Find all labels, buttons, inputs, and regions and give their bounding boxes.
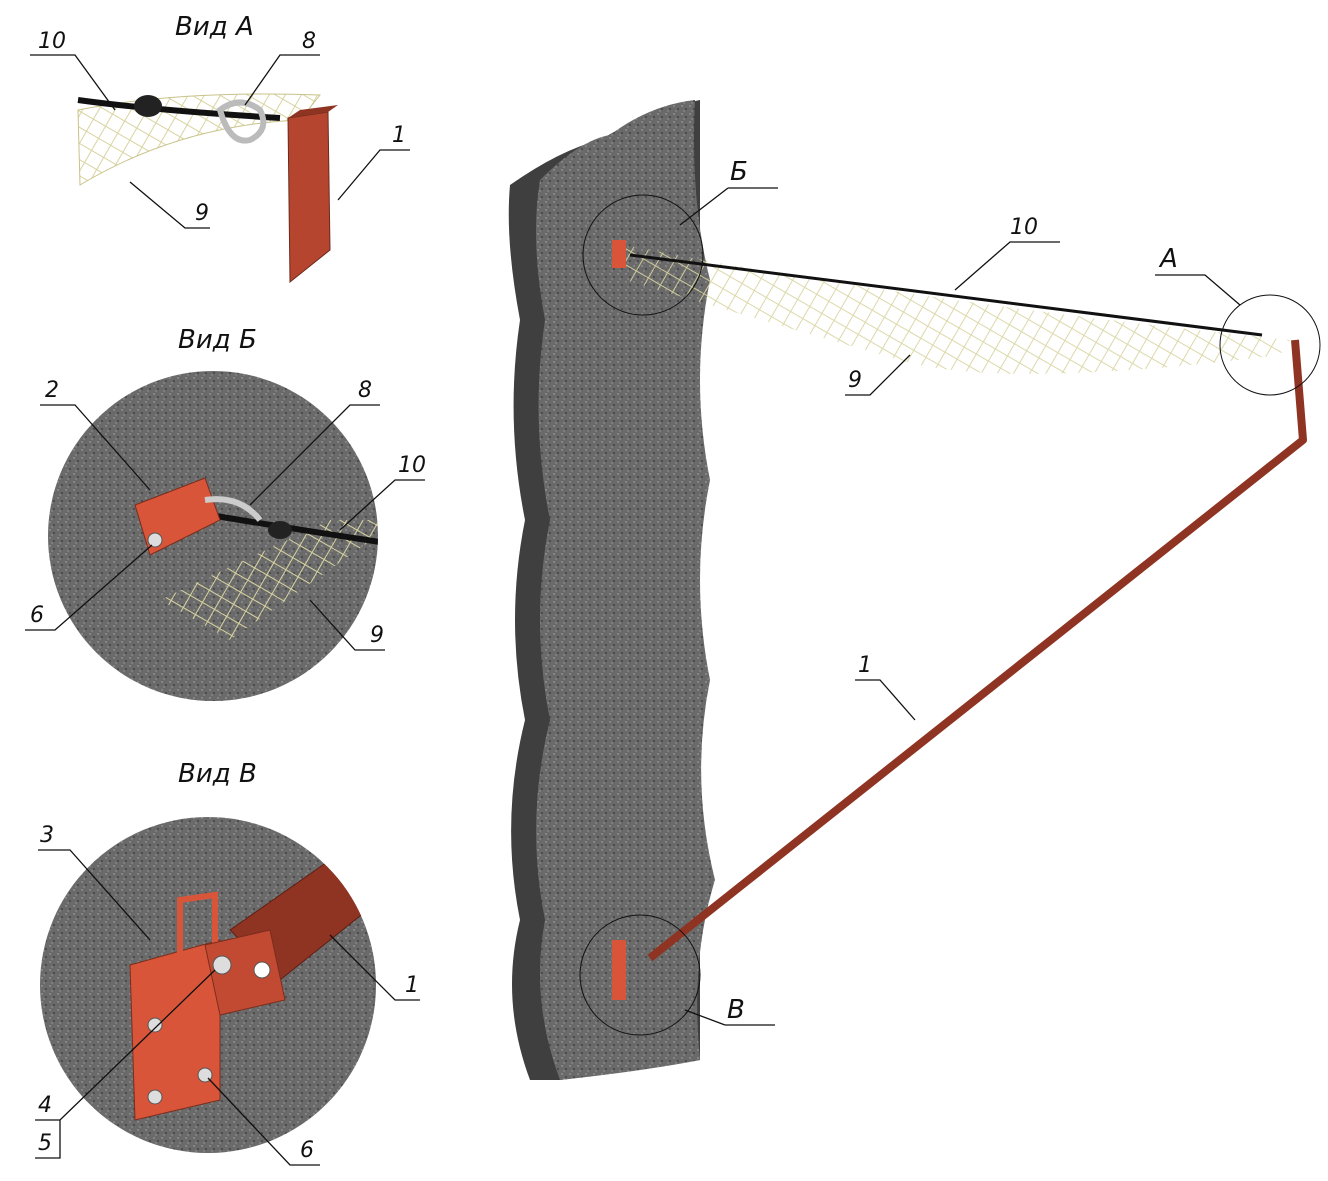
anchor-plate-b — [612, 240, 626, 268]
anchor-bolt — [147, 1017, 163, 1033]
view-v-title: Вид В — [178, 759, 257, 789]
label-8: 8 — [358, 378, 372, 403]
anchor-bracket — [129, 939, 221, 1121]
rock-wall — [536, 100, 715, 1080]
shackle — [204, 496, 263, 522]
label-8: 8 — [302, 29, 316, 54]
main-view: Б А В 10 9 1 — [508, 100, 1321, 1080]
rod-top — [288, 105, 338, 118]
label-10: 10 — [38, 29, 66, 54]
main-label-1: 1 — [858, 653, 872, 678]
callout-a: А — [1158, 244, 1178, 274]
main-label-10: 10 — [1010, 215, 1038, 240]
label-9: 9 — [195, 201, 209, 226]
cable-clamp — [134, 95, 162, 117]
detail-circle-b — [48, 371, 378, 701]
label-2: 2 — [45, 378, 59, 403]
anchor-bolt — [147, 1089, 163, 1105]
callout-v: В — [727, 995, 745, 1025]
label-6: 6 — [300, 1138, 314, 1163]
hinge-plate — [204, 929, 286, 1016]
label-9: 9 — [370, 623, 384, 648]
view-b-title: Вид Б — [178, 325, 257, 355]
label-5: 5 — [38, 1131, 52, 1156]
protective-net — [625, 245, 1290, 374]
view-b: Вид Б 2 8 10 6 9 — [25, 325, 426, 701]
steel-cable — [77, 97, 281, 121]
steel-cable — [209, 512, 378, 548]
label-3: 3 — [40, 823, 54, 848]
view-a-title: Вид А — [175, 12, 254, 42]
callout-circle-b[interactable] — [582, 194, 704, 316]
rod-end — [287, 111, 331, 284]
net-mesh — [77, 93, 322, 186]
view-v: Вид В 3 1 4 5 6 — [35, 759, 420, 1166]
label-6: 6 — [30, 603, 44, 628]
shackle — [216, 99, 267, 144]
view-a: Вид А 10 8 1 9 — [30, 12, 410, 284]
pin-hole — [253, 961, 271, 979]
label-4: 4 — [38, 1093, 52, 1118]
label-10: 10 — [398, 453, 426, 478]
support-rod — [647, 339, 1307, 962]
cable-clamp — [268, 521, 292, 539]
bolt-4 — [212, 955, 232, 975]
label-1: 1 — [392, 123, 406, 148]
bolt — [147, 532, 163, 548]
main-label-9: 9 — [848, 368, 862, 393]
callout-b: Б — [730, 157, 748, 187]
anchor-bracket-v — [612, 940, 626, 1000]
callout-circle-a[interactable] — [1219, 294, 1321, 396]
net-mesh — [160, 520, 378, 640]
steel-cable — [629, 253, 1263, 337]
bracket-loop — [177, 891, 218, 960]
callout-circle-v[interactable] — [579, 914, 701, 1036]
label-1: 1 — [405, 973, 419, 998]
